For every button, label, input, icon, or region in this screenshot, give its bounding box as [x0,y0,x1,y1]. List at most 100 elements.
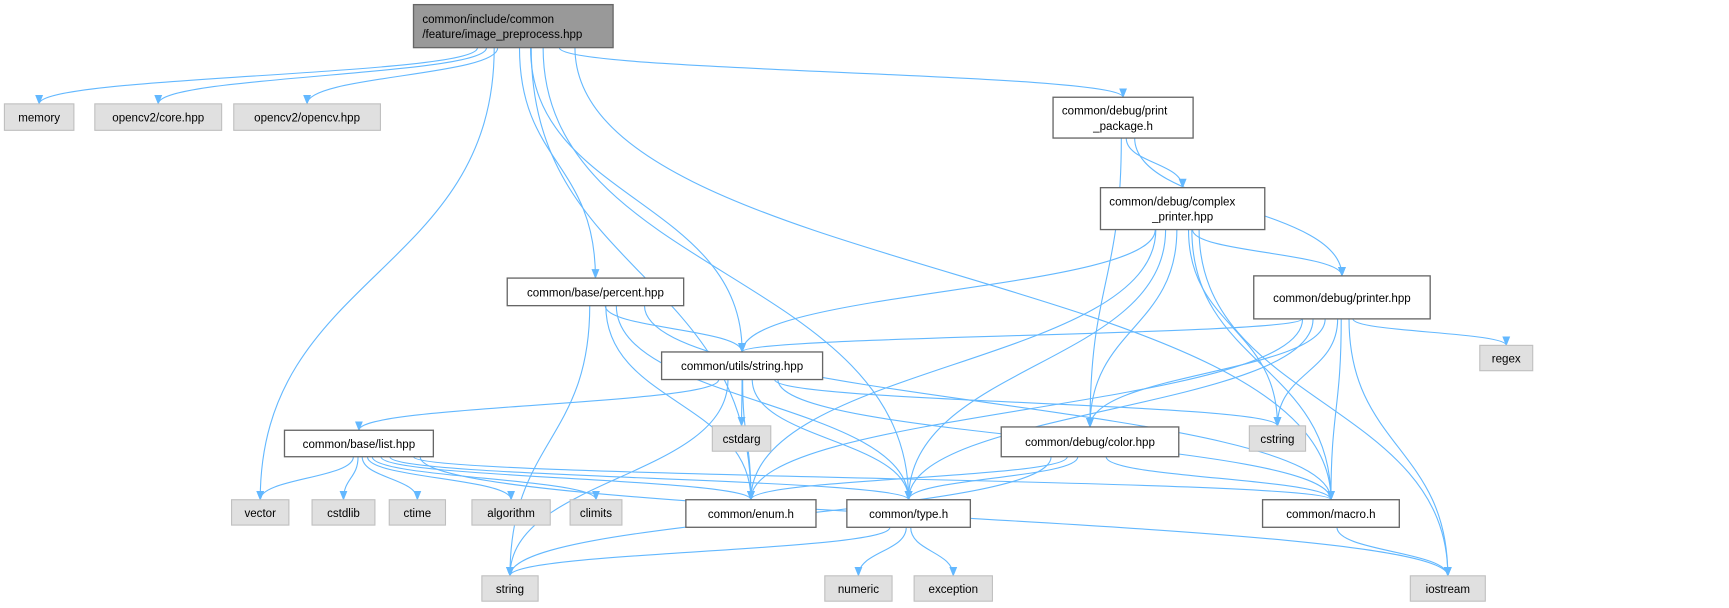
edge-root-to-vector [256,47,495,501]
edge-printer-to-type [904,318,1314,501]
node-box [1479,344,1534,372]
node-box [506,277,685,307]
node-label: common/type.h [869,509,948,521]
edge-complex-to-printer [1191,229,1346,277]
edge-color-to-type [904,456,1079,501]
node-cstdlib: cstdlib [311,499,376,526]
node-box [311,499,376,526]
node-box [412,3,614,49]
node-iostream: iostream [1409,575,1486,602]
edge-printer-to-color [1086,318,1326,428]
edge-root-to-percent [518,47,600,280]
edge-percent-to-type [615,305,913,501]
node-box [846,499,972,528]
node-algorithm: algorithm [471,499,551,526]
edge-printer-to-macro [1326,318,1342,501]
node-label: numeric [838,584,879,596]
node-memory: memory [3,103,75,131]
nodes-layer: common/include/common/feature/image_prep… [3,3,1534,602]
node-label: opencv2/opencv.hpp [254,113,360,125]
edge-color-to-macro [1105,456,1335,501]
node-label: common/base/percent.hpp [527,287,664,299]
edge-complex-to-strhpp [738,229,1156,353]
node-label: climits [580,508,612,520]
node-box [1000,426,1180,458]
node-box [1261,499,1400,528]
node-box [3,103,75,131]
edge-root-to-enum [530,47,755,501]
edge-printer-to-iostream [1348,318,1452,577]
edge-percent-to-string [506,305,591,577]
node-box [233,103,381,131]
node-macro[interactable]: common/macro.h [1261,499,1400,528]
edge-complex-to-type [904,229,1167,501]
node-string: string [481,575,539,602]
node-box [231,499,290,526]
node-label: _package.h [1092,121,1153,133]
edge-complex-to-macro [1191,229,1335,501]
node-label: cstdarg [723,434,761,446]
edge-type-to-string [506,527,891,577]
node-complex[interactable]: common/debug/complex _printer.hpp [1099,187,1266,231]
edge-list-to-vector [256,456,354,501]
node-label: common/include/common [422,14,554,26]
node-label: iostream [1426,584,1470,596]
node-box [1253,275,1431,320]
node-label: common/base/list.hpp [303,439,415,451]
edge-root-to-cvcore [154,47,488,105]
edge-strhpp-to-list [355,379,720,432]
node-label: /feature/image_preprocess.hpp [422,29,582,41]
node-printer[interactable]: common/debug/printer.hpp [1253,275,1431,320]
node-box [481,575,539,602]
node-percent[interactable]: common/base/percent.hpp [506,277,685,307]
edge-complex-to-enum [746,229,1157,501]
node-label: common/debug/color.hpp [1025,437,1155,449]
node-box [94,103,223,131]
edge-printer-to-regex [1352,318,1511,347]
node-regex: regex [1479,344,1534,372]
node-label: common/debug/complex [1109,196,1235,208]
node-box [711,425,772,452]
edge-list-to-cstdlib [339,456,359,501]
edge-percent-to-strhpp [604,305,747,353]
edge-type-to-numeric [854,527,907,577]
node-color[interactable]: common/debug/color.hpp [1000,426,1180,458]
node-enum[interactable]: common/enum.h [685,499,817,528]
node-type[interactable]: common/type.h [846,499,972,528]
node-printpkg[interactable]: common/debug/print_package.h [1052,96,1194,139]
edge-root-to-memory [35,47,479,105]
node-label: vector [244,508,276,520]
node-cvopencv: opencv2/opencv.hpp [233,103,381,131]
node-cstring: cstring [1248,425,1307,452]
node-box [824,575,893,602]
node-box [913,575,993,602]
node-root[interactable]: common/include/common/feature/image_prep… [412,3,614,49]
edge-list-to-macro [413,456,1335,501]
node-label: _printer.hpp [1151,212,1213,224]
node-label: memory [18,113,60,125]
edge-strhpp-to-type [751,379,913,501]
node-cstdarg: cstdarg [711,425,772,452]
edge-strhpp-to-cstring [774,379,1282,427]
edge-list-to-enum [380,456,755,501]
edge-root-to-type [542,47,913,501]
edge-macro-to-iostream [1336,527,1452,577]
edge-complex-to-iostream [1198,229,1452,577]
edge-printer-to-enum [747,318,1304,501]
edge-printer-to-strhpp [738,318,1303,353]
node-box [471,499,551,526]
node-vector: vector [231,499,290,526]
node-label: common/utils/string.hpp [681,361,803,373]
node-label: common/macro.h [1286,509,1375,521]
node-label: cstdlib [327,508,360,520]
node-box [1248,425,1307,452]
node-list[interactable]: common/base/list.hpp [283,429,435,458]
node-box [1052,96,1194,139]
node-label: regex [1492,353,1521,365]
edge-printer-to-cstring [1273,318,1339,427]
edge-strhpp-to-cstdarg [737,379,746,427]
node-label: ctime [404,508,432,520]
node-strhpp[interactable]: common/utils/string.hpp [660,351,824,381]
edge-root-to-cvopencv [303,47,499,105]
node-box [388,499,447,526]
